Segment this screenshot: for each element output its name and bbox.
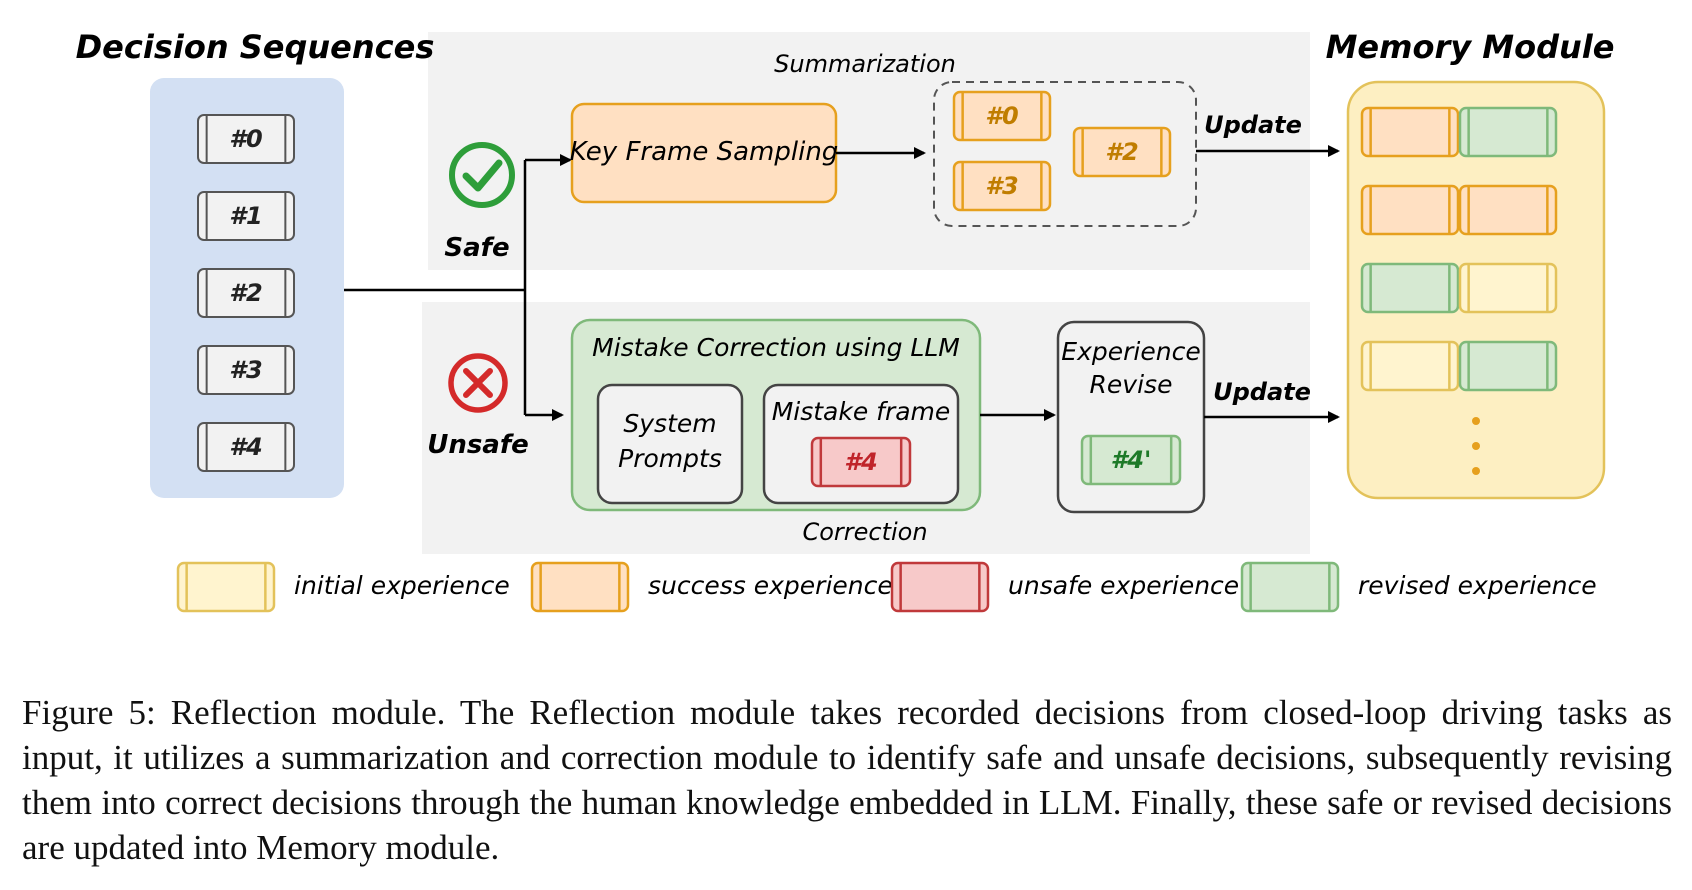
mistake-correction-title: Mistake Correction using LLM <box>592 333 960 362</box>
memory-slot-initial <box>1360 340 1460 392</box>
safe-label: Safe <box>444 233 509 263</box>
memory-slot-revised <box>1458 340 1558 392</box>
memory-slot-initial <box>1458 262 1558 314</box>
legend-swatch-unsafe <box>890 561 990 613</box>
branch-connectors <box>344 154 572 421</box>
experience-revise-line1: Experience <box>1061 337 1200 366</box>
system-prompts-line2: Prompts <box>618 444 722 473</box>
sampled-item: #2 <box>1072 126 1172 178</box>
revised-item-group: #4' <box>1080 434 1182 486</box>
check-circle-icon <box>449 142 515 208</box>
system-prompts-box <box>596 383 744 505</box>
legend-label-unsafe: unsafe experience <box>1008 571 1239 600</box>
reflection-module-diagram: Decision Sequences Memory Module Summari… <box>76 28 1615 613</box>
memory-slot-revised <box>1360 262 1460 314</box>
memory-module-title: Memory Module <box>1326 28 1615 66</box>
legend: initial experience success experience unsa… <box>176 561 1597 613</box>
ellipsis-dots <box>1472 417 1480 475</box>
legend-label-revised: revised experience <box>1358 571 1597 600</box>
decision-items-group: #0 #1 #2 #3 #4 <box>197 114 295 472</box>
system-prompts-line1: System <box>623 409 716 438</box>
sampled-frames-group <box>933 81 1197 227</box>
correction-label: Correction <box>802 518 927 546</box>
revised-item: #4' <box>1080 434 1182 486</box>
sampled-items-group: #0 #2 #3 <box>952 90 1172 212</box>
decision-item: #3 <box>197 345 295 395</box>
unsafe-label: Unsafe <box>427 430 529 460</box>
legend-swatch-success <box>530 561 630 613</box>
mistake-frame-label: Mistake frame <box>772 397 951 426</box>
memory-slots-group <box>1360 106 1558 392</box>
legend-label-initial: initial experience <box>294 571 510 600</box>
decision-item-label: #1 <box>229 202 262 230</box>
mistake-item-group: #4 <box>810 436 912 488</box>
sampled-item-label: #3 <box>985 172 1018 200</box>
decision-sequences-title: Decision Sequences <box>76 28 435 66</box>
x-circle-icon <box>448 353 508 413</box>
decision-item: #0 <box>197 114 295 164</box>
figure-caption: Figure 5: Reflection module. The Reflect… <box>22 693 1672 867</box>
decision-item-label: #4 <box>229 433 262 461</box>
sampled-item-label: #2 <box>1105 138 1138 166</box>
key-frame-sampling-label: Key Frame Sampling <box>570 137 839 167</box>
unsafe-update-label: Update <box>1213 378 1311 406</box>
decision-item-label: #2 <box>229 279 262 307</box>
memory-slot-success <box>1360 184 1460 236</box>
decision-item: #1 <box>197 191 295 241</box>
legend-label-success: success experience <box>648 571 893 600</box>
summarization-label: Summarization <box>774 50 956 78</box>
decision-item: #2 <box>197 268 295 318</box>
decision-item-label: #0 <box>229 125 262 153</box>
mistake-item: #4 <box>810 436 912 488</box>
memory-slot-success <box>1458 184 1558 236</box>
decision-item: #4 <box>197 422 295 472</box>
decision-item-label: #3 <box>229 356 262 384</box>
safe-update-label: Update <box>1204 111 1302 139</box>
sampled-item: #3 <box>952 160 1052 212</box>
mistake-item-label: #4 <box>844 448 877 476</box>
sampled-item: #0 <box>952 90 1052 142</box>
memory-slot-revised <box>1458 106 1558 158</box>
sampled-item-label: #0 <box>985 102 1018 130</box>
experience-revise-line2: Revise <box>1090 370 1173 399</box>
legend-swatch-revised <box>1240 561 1340 613</box>
revised-item-label: #4' <box>1111 446 1152 474</box>
legend-swatch-initial <box>176 561 276 613</box>
memory-slot-success <box>1360 106 1460 158</box>
